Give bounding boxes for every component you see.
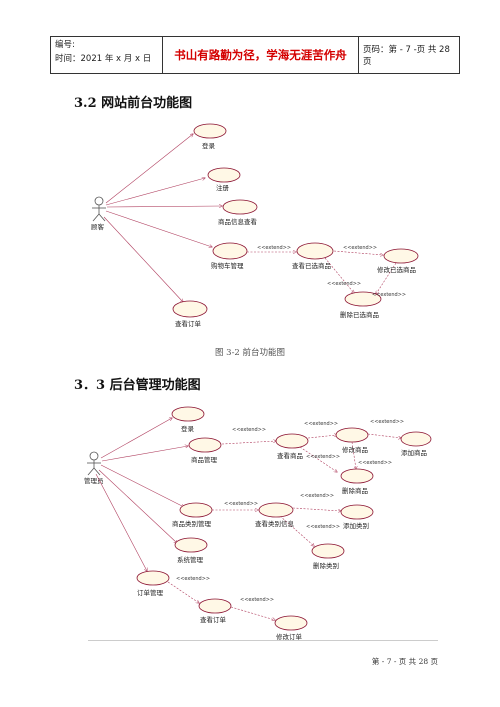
uc-modify-product	[335, 427, 369, 443]
extend-label-4: <<extend>>	[372, 292, 406, 298]
uc-view-orders-back	[198, 598, 232, 614]
uc-modify-selected	[383, 248, 419, 264]
uc-add-category	[340, 504, 374, 520]
header-page-number: 页码：第 - 7 -页 共 28 页	[363, 45, 450, 67]
extend-label-b1: <<extend>>	[232, 427, 266, 433]
label-product-mgmt: 商品管理	[191, 455, 218, 464]
label-add-category: 添加类别	[343, 521, 369, 530]
extend-label-b2: <<extend>>	[304, 421, 338, 427]
extend-label-b7: <<extend>>	[300, 493, 334, 499]
uc-product-mgmt	[188, 437, 222, 453]
uc-cart	[212, 242, 248, 260]
label-login-back: 登录	[181, 424, 195, 433]
extend-label-b6: <<extend>>	[224, 501, 258, 507]
uc-view-categories	[258, 502, 294, 518]
label-modify-order: 修改订单	[276, 632, 303, 641]
uc-login-back	[171, 406, 205, 422]
label-login-front: 登录	[202, 141, 216, 150]
uc-view-products	[275, 433, 309, 449]
label-cart: 购物车管理	[211, 261, 244, 270]
extend-label-1: <<extend>>	[257, 245, 291, 251]
admin-actor-label: 管理员	[84, 476, 104, 485]
label-add-product: 添加商品	[401, 448, 427, 457]
admin-actor-icon	[87, 451, 101, 476]
extend-label-b4: <<extend>>	[306, 454, 340, 460]
uc-system-mgmt	[174, 537, 208, 553]
uc-delete-product	[340, 468, 374, 484]
uc-category-mgmt	[179, 502, 213, 518]
customer-actor-label: 顾客	[91, 222, 105, 231]
header-time: 时间：2021 年 x 月 x 日	[55, 54, 152, 64]
label-system-mgmt: 系统管理	[177, 555, 204, 564]
section-heading-frontend: 3.2 网站前台功能图	[74, 96, 193, 111]
uc-delete-selected	[344, 291, 382, 307]
uc-view-selected	[296, 242, 334, 260]
uc-order-mgmt	[136, 570, 170, 586]
uc-add-product	[400, 431, 432, 447]
extend-label-b3: <<extend>>	[370, 419, 404, 425]
extend-label-3: <<extend>>	[327, 281, 361, 287]
label-view-orders-back: 查看订单	[200, 615, 227, 624]
uc-modify-order	[274, 615, 308, 631]
backend-diagram: 管理员	[84, 406, 432, 641]
header-meta-cell: 编号: 时间：2021 年 x 月 x 日	[51, 37, 163, 73]
label-register: 注册	[216, 183, 230, 192]
extend-label-b5: <<extend>>	[358, 460, 392, 466]
extend-label-b10: <<extend>>	[240, 597, 274, 603]
label-order-mgmt: 订单管理	[137, 588, 164, 597]
label-delete-category: 删除类别	[313, 561, 339, 570]
uc-delete-category	[311, 543, 345, 559]
footer-page-number: 第 - 7 - 页 共 28 页	[371, 657, 438, 666]
label-modify-selected: 修改已选商品	[377, 265, 416, 274]
page-header-table: 编号: 时间：2021 年 x 月 x 日 书山有路勤为径，学海无涯苦作舟 页码…	[50, 36, 460, 74]
header-code-label: 编号:	[55, 40, 75, 50]
uc-login-front	[193, 123, 227, 139]
uc-view-orders-front	[172, 300, 208, 318]
customer-actor-icon	[92, 196, 106, 222]
label-delete-product: 删除商品	[342, 486, 368, 495]
section-heading-backend: 3．3 后台管理功能图	[74, 378, 201, 393]
figure-caption: 图 3-2 前台功能图	[214, 348, 286, 358]
extend-label-2: <<extend>>	[343, 245, 377, 251]
footer-divider	[88, 640, 438, 641]
label-category-mgmt: 商品类别管理	[172, 519, 212, 528]
label-delete-selected: 删除已选商品	[340, 310, 379, 319]
header-motto: 书山有路勤为径，学海无涯苦作舟	[163, 37, 359, 73]
uc-register	[207, 167, 241, 183]
extend-label-b8: <<extend>>	[306, 524, 340, 530]
label-product-info: 商品信息查看	[218, 217, 258, 226]
frontend-diagram: 顾客 登录 注册 商品信息查看 购物车管理 查	[91, 123, 419, 328]
uc-product-info	[222, 199, 258, 215]
label-view-categories: 查看类别信息	[255, 519, 295, 528]
label-view-selected: 查看已选商品	[292, 261, 331, 270]
extend-label-b9: <<extend>>	[176, 576, 210, 582]
label-modify-product: 修改商品	[342, 445, 368, 454]
label-view-orders-front: 查看订单	[175, 319, 202, 328]
label-view-products: 查看商品	[277, 451, 303, 460]
